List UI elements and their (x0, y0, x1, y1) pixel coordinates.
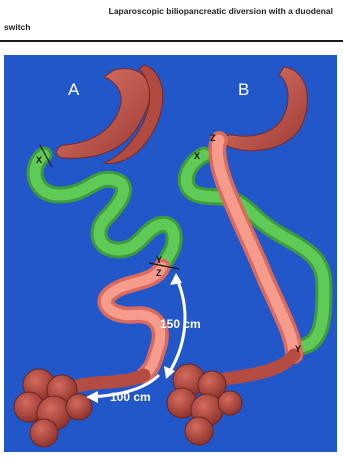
panel-b-point-y: Y (295, 344, 301, 354)
anatomy-svg: A B X Y Z X Z Y 150 cm 100 cm (4, 55, 337, 452)
measurement-150cm: 150 cm (160, 317, 201, 331)
figure-title-continuation: switch (4, 22, 30, 32)
panel-a-point-y: Y (156, 255, 162, 265)
header-rule (0, 40, 343, 42)
panel-b (167, 67, 324, 445)
panel-a-point-z: Z (156, 268, 162, 278)
anatomy-illustration: A B X Y Z X Z Y 150 cm 100 cm (4, 55, 337, 452)
panel-a-terminal-ileum (74, 375, 144, 387)
panel-b-point-z: Z (210, 133, 216, 143)
panel-b-label: B (238, 80, 249, 99)
header: Laparoscopic biliopancreatic diversion w… (0, 0, 343, 44)
panel-b-point-x: X (194, 151, 200, 161)
figure-title: Laparoscopic biliopancreatic diversion w… (109, 6, 333, 16)
panel-a-label: A (68, 80, 80, 99)
measurement-100cm: 100 cm (110, 390, 151, 404)
panel-a-150cm-arrowhead-top (170, 273, 182, 285)
panel-b-terminal-ileum (219, 355, 294, 380)
panel-a-point-x: X (36, 155, 42, 165)
